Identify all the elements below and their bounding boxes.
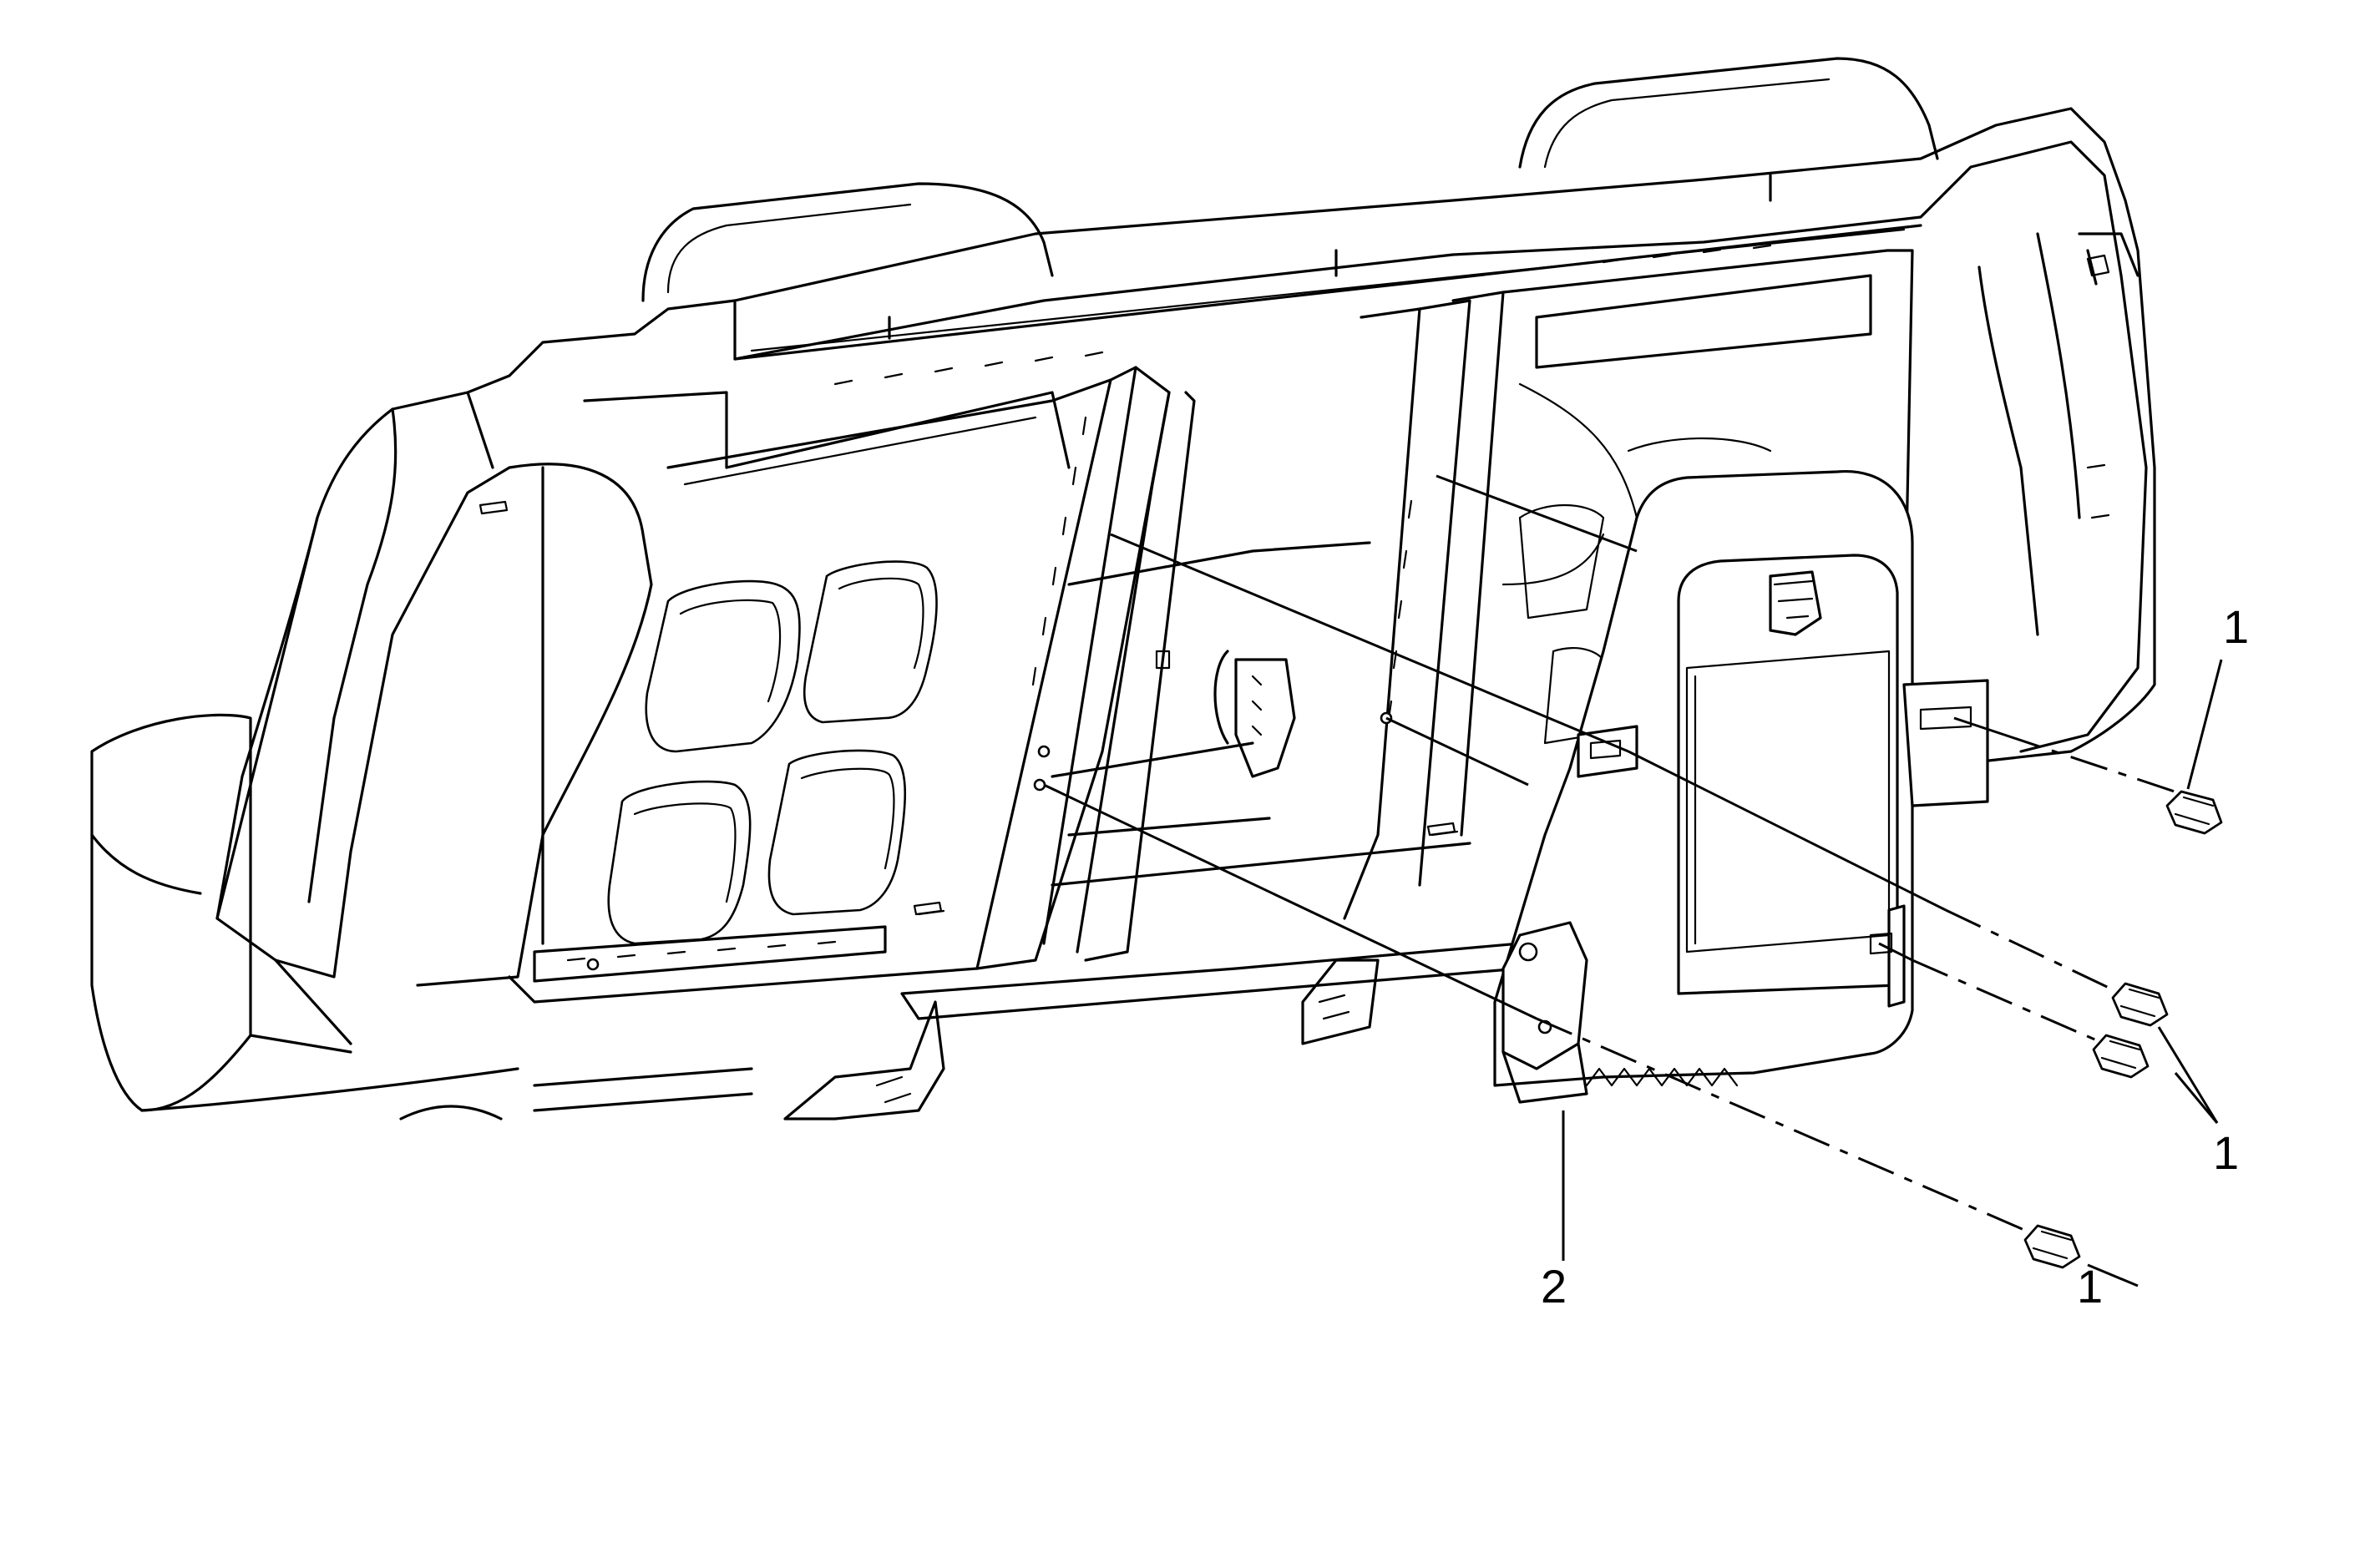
seat-back-frame — [215, 57, 2156, 1120]
bolt-top-right — [2165, 790, 2223, 835]
bolt-middle-lower — [2092, 1034, 2150, 1079]
module-assembly — [1493, 470, 1989, 1104]
callout-module: 2 — [1541, 1260, 1567, 1313]
callout-leaders — [1562, 659, 2223, 1287]
callout-bolt-middle-pair: 1 — [2213, 1126, 2239, 1179]
bolt-middle-upper — [2111, 982, 2169, 1027]
bolt-bottom — [2023, 1224, 2081, 1269]
callout-bolt-bottom: 1 — [2077, 1260, 2103, 1313]
seat-cushion — [90, 713, 519, 1112]
callout-bolt-top-right: 1 — [2223, 600, 2249, 653]
assembly-leader-lines — [1043, 474, 2180, 1237]
